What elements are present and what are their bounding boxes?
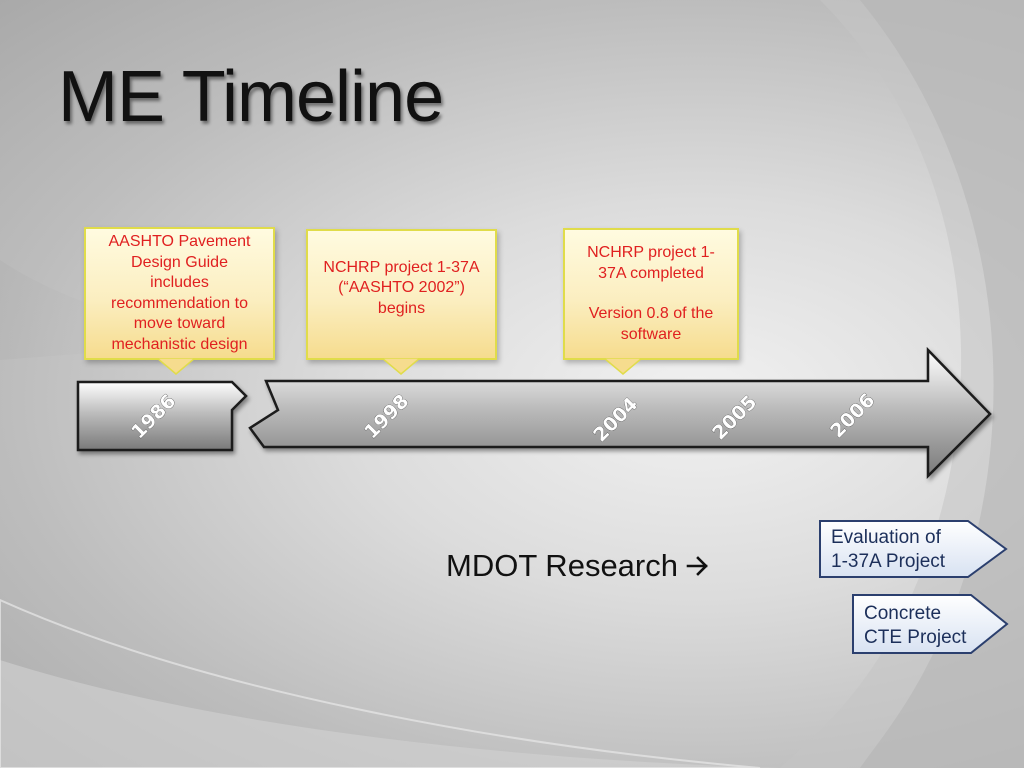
project-tag-label: Evaluation of 1-37A Project xyxy=(831,526,945,574)
project-tag-concrete xyxy=(852,594,1009,654)
project-tag-line: Evaluation of xyxy=(831,527,941,548)
right-arrow-icon xyxy=(686,556,708,576)
project-tag-line: CTE Project xyxy=(864,627,967,648)
callout-line: NCHRP project 1-37A xyxy=(323,258,480,276)
callout-2004: NCHRP project 1- 37A completed Version 0… xyxy=(563,228,739,360)
timeline-segment-main xyxy=(248,346,992,480)
callout-pointer xyxy=(602,358,644,375)
callout-line: mechanistic design xyxy=(111,335,248,353)
callout-line: NCHRP project 1- xyxy=(587,244,715,261)
callout-line: begins xyxy=(377,299,426,317)
callout-line: recommendation to xyxy=(111,294,248,312)
project-tag-line: 1-37A Project xyxy=(831,551,946,572)
callout-line: software xyxy=(620,325,682,343)
callout-line: Version 0.8 of the xyxy=(588,305,714,322)
timeline-segment-start xyxy=(76,380,248,452)
callout-pointer xyxy=(380,358,422,375)
callout-line: (“AASHTO 2002”) xyxy=(338,279,465,297)
callout-line: move toward xyxy=(133,315,226,332)
mdot-research-label: MDOT Research xyxy=(446,548,710,584)
callout-line: includes xyxy=(150,274,209,291)
project-tag-label: Concrete CTE Project xyxy=(864,602,966,650)
callout-pointer xyxy=(155,358,197,375)
page-title: ME Timeline xyxy=(58,57,444,137)
callout-line: AASHTO Pavement xyxy=(108,233,251,250)
mdot-research-text: MDOT Research xyxy=(446,548,678,583)
project-tag-evaluation xyxy=(819,520,1008,578)
callout-line: Design Guide xyxy=(131,253,228,271)
project-tag-line: Concrete xyxy=(864,603,942,624)
callout-line: 37A completed xyxy=(598,264,704,282)
